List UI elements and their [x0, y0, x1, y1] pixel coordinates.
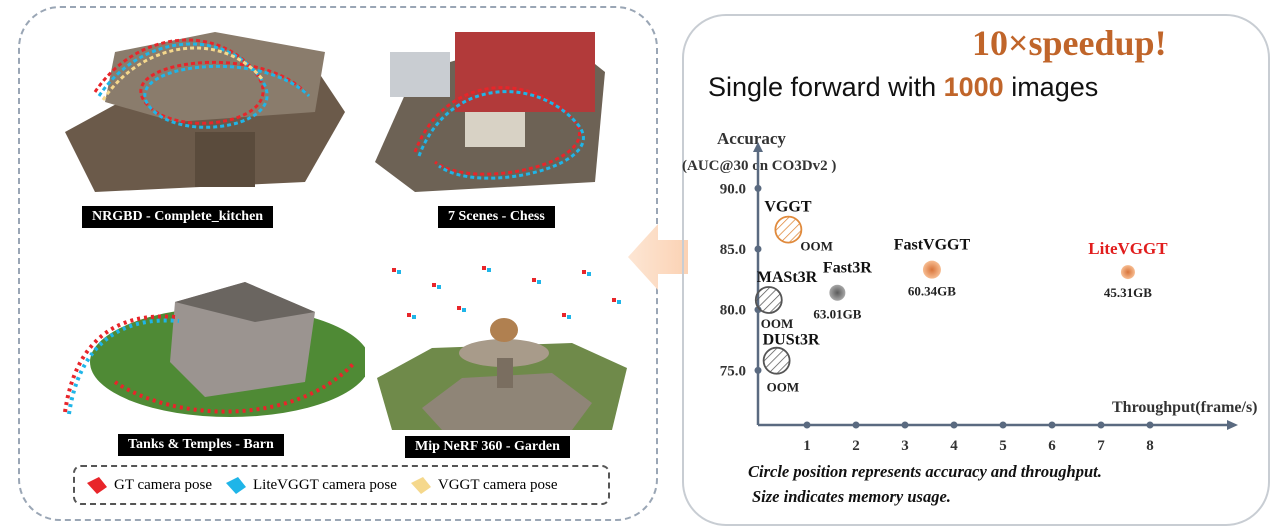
chart-panel	[682, 14, 1270, 526]
legend-label-vggt: VGGT camera pose	[437, 476, 558, 493]
point-label-fast3r: Fast3R	[823, 260, 872, 277]
point-vggt	[774, 215, 803, 244]
scene-caption-garden: Mip NeRF 360 - Garden	[405, 436, 570, 458]
x-tick-label: 4	[950, 438, 958, 450]
point-label-dust3r: DUSt3R	[763, 332, 820, 349]
pose-legend: GT camera pose LiteVGGT camera pose VGGT…	[73, 465, 610, 505]
x-tick-label: 6	[1048, 438, 1056, 450]
scene-garden-image	[372, 258, 634, 433]
scene-kitchen-image	[55, 12, 353, 197]
legend-item-vggt: VGGT camera pose	[409, 475, 558, 495]
throughput-accuracy-chart: Accuracy (AUC@30 on CO3Dv2 ) Throughput(…	[682, 129, 1258, 450]
x-tick-label: 7	[1097, 438, 1105, 450]
gt-pose-icon	[87, 477, 107, 494]
y-tick-label: 75.0	[720, 363, 746, 379]
x-tick-mark	[950, 421, 958, 429]
x-tick-mark	[1097, 421, 1105, 429]
chart-subtitle: Single forward with 1000 images	[708, 72, 1098, 103]
subtitle-image-count: 1000	[943, 72, 1004, 102]
y-tick-mark	[754, 245, 762, 253]
x-tick-mark	[803, 421, 811, 429]
legend-item-gt: GT camera pose	[85, 475, 212, 495]
x-tick-label: 2	[852, 438, 860, 450]
x-tick-label: 1	[803, 438, 811, 450]
point-label-vggt: VGGT	[764, 199, 811, 216]
chart-note-position: Circle position represents accuracy and …	[748, 462, 1102, 481]
speedup-headline: 10×speedup!	[972, 23, 1167, 63]
litevggt-pose-icon	[226, 477, 247, 494]
x-tick-mark	[852, 421, 860, 429]
vggt-pose-icon	[410, 477, 431, 494]
x-tick-label: 5	[999, 438, 1007, 450]
point-label-fastvggt: FastVGGT	[894, 237, 971, 254]
y-tick-label: 80.0	[720, 303, 746, 319]
scene-caption-kitchen: NRGBD - Complete_kitchen	[82, 206, 274, 228]
x-axis-label: Throughput(frame/s)	[1112, 399, 1258, 416]
y-tick-mark	[754, 184, 762, 192]
point-fast3r	[829, 284, 846, 301]
x-tick-label: 3	[901, 438, 909, 450]
point-label-litevggt: LiteVGGT	[1088, 239, 1168, 258]
x-axis-arrowhead	[1227, 420, 1238, 430]
y-tick-label: 90.0	[720, 181, 746, 197]
subtitle-suffix: images	[1003, 72, 1099, 102]
x-tick-mark	[1146, 421, 1154, 429]
scene-barn-image	[55, 262, 365, 434]
point-memory-mast3r: OOM	[761, 316, 794, 331]
y-axis-arrowhead	[753, 142, 763, 152]
point-memory-fast3r: 63.01GB	[813, 307, 861, 322]
y-tick-label: 85.0	[720, 242, 746, 258]
x-tick-mark	[999, 421, 1007, 429]
point-fastvggt	[922, 260, 941, 279]
arrow-left-icon	[628, 224, 688, 290]
point-label-mast3r: MASt3R	[757, 269, 818, 286]
subtitle-prefix: Single forward with	[708, 72, 944, 102]
scene-caption-barn: Tanks & Temples - Barn	[118, 434, 284, 456]
x-tick-mark	[901, 421, 909, 429]
point-memory-dust3r: OOM	[767, 380, 800, 395]
y-axis-label: Accuracy	[717, 129, 786, 148]
scene-caption-chess: 7 Scenes - Chess	[438, 206, 555, 228]
legend-label-litevggt: LiteVGGT camera pose	[253, 476, 397, 493]
y-tick-mark	[754, 366, 762, 374]
legend-item-litevggt: LiteVGGT camera pose	[224, 475, 397, 495]
x-tick-mark	[1048, 421, 1056, 429]
point-memory-fastvggt: 60.34GB	[908, 284, 956, 299]
point-dust3r	[762, 346, 791, 375]
x-tick-label: 8	[1146, 438, 1154, 450]
point-mast3r	[754, 286, 783, 314]
point-memory-litevggt: 45.31GB	[1104, 285, 1152, 300]
chart-note-size: Size indicates memory usage.	[752, 487, 951, 506]
scene-chess-image	[355, 12, 620, 197]
legend-label-gt: GT camera pose	[114, 476, 213, 493]
point-memory-vggt: OOM	[800, 239, 833, 254]
point-litevggt	[1120, 265, 1135, 280]
